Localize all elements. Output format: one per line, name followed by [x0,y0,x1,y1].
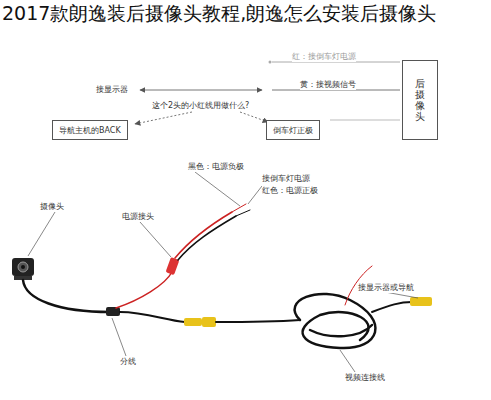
part-label: 接显示器 [96,85,128,95]
part-label: 摄像头 [40,202,64,212]
part-label: 接显示器或导航 [358,283,414,293]
cables [23,204,432,348]
box-label: 导航主机的BACK [59,125,121,136]
target-box: 倒车灯正极 [266,120,320,140]
part-label: 接倒车灯电源 [262,174,310,184]
camera-unit [12,258,34,280]
top-wires [135,61,400,125]
part-label: 分线 [120,357,136,367]
target-box: 导航主机的BACK [52,120,128,140]
part-label: 红色：电源正极 [262,186,318,196]
part-label: 这个2头的小红线用做什么? [152,101,249,111]
page-title: 2017款朗逸装后摄像头教程,朗逸怎么安装后摄像头 [2,2,488,26]
camera-box: 后摄像头 [402,60,438,140]
part-label: 电源接头 [122,212,154,222]
leader-lines [28,172,418,372]
part-label: 黑色：电源负极 [188,162,244,172]
part-label: 红：接倒车灯电源 [292,52,356,62]
part-label: 黄：接视频信号 [300,80,356,90]
part-label: 视频连接线 [345,373,385,383]
box-label: 后摄像头 [415,78,425,122]
box-label: 倒车灯正极 [273,125,313,136]
